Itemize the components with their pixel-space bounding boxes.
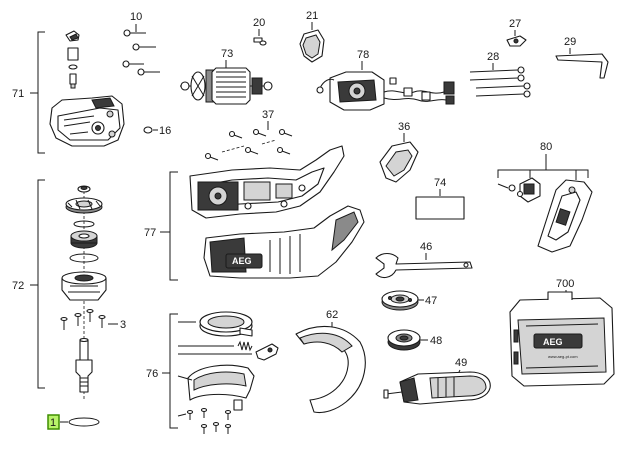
callout-48[interactable]: 48 (430, 335, 442, 347)
support-flange (387, 329, 421, 351)
bearing (70, 230, 98, 249)
callout-36[interactable]: 36 (398, 121, 410, 133)
group-62: 62 (295, 309, 366, 414)
retaining-ring (73, 220, 95, 228)
group-36: 36 (379, 121, 419, 183)
screws-76 (186, 407, 232, 434)
guard-lever (255, 343, 279, 361)
guard-half (187, 364, 255, 411)
group-73: 73 (180, 48, 273, 105)
screw-10c (122, 60, 144, 68)
callout-74[interactable]: 74 (434, 177, 446, 189)
group-46: 46 (375, 241, 473, 279)
callout-27[interactable]: 27 (509, 18, 521, 30)
callout-49[interactable]: 49 (455, 357, 467, 369)
highlight-box-1 (47, 414, 60, 430)
armature-core (211, 67, 251, 105)
battery-terminal-housing (537, 179, 593, 253)
housing-half-left (189, 145, 345, 219)
group-48: 48 (387, 329, 442, 351)
carrying-case: AEG www.aeg-pt.com (509, 291, 615, 387)
group-1: 1 (47, 414, 100, 430)
callout-37[interactable]: 37 (262, 109, 274, 121)
housing-brand-logo: AEG (232, 256, 252, 266)
callout-71[interactable]: 71 (12, 88, 24, 100)
callout-700[interactable]: 700 (556, 278, 574, 290)
group-37: 37 (204, 109, 293, 161)
callout-72[interactable]: 72 (12, 280, 24, 292)
callout-1[interactable]: 1 (50, 417, 56, 429)
part-pin (69, 73, 77, 89)
screw-10a (123, 29, 146, 37)
group-72: 72 3 (12, 179, 126, 400)
callout-80[interactable]: 80 (540, 141, 552, 153)
callout-46[interactable]: 46 (420, 241, 432, 253)
case-logo-plate (533, 333, 583, 349)
callout-47[interactable]: 47 (425, 295, 437, 307)
callout-77[interactable]: 77 (144, 227, 156, 239)
field-coil (329, 71, 385, 111)
part-16: 16 (143, 125, 171, 137)
callout-3[interactable]: 3 (120, 319, 126, 331)
callout-20[interactable]: 20 (253, 17, 265, 29)
callout-28[interactable]: 28 (487, 51, 499, 63)
callout-29[interactable]: 29 (564, 36, 576, 48)
group-78: 78 (316, 49, 455, 111)
guard-clamp-ring (199, 311, 253, 337)
case-url: www.aeg-pt.com (548, 354, 578, 359)
group-74: 74 (415, 177, 465, 220)
nut-small (77, 185, 91, 193)
group-71: 71 16 (12, 30, 171, 154)
group-77: 77 AEG (144, 145, 365, 281)
group-20: 20 (253, 17, 267, 46)
part-spring (67, 47, 79, 61)
group-80: 80 (497, 141, 593, 253)
screw-10b (132, 43, 156, 51)
o-ring-72 (69, 253, 99, 263)
callout-78[interactable]: 78 (357, 49, 369, 61)
o-ring-1 (68, 417, 100, 427)
side-handle (383, 371, 491, 405)
guard-spring (237, 340, 253, 352)
screws-3 (60, 308, 106, 330)
group-49: 49 (383, 357, 491, 405)
group-10: 10 (122, 11, 160, 76)
callout-62[interactable]: 62 (326, 309, 338, 321)
group-28: 28 (469, 51, 531, 98)
callout-76[interactable]: 76 (146, 368, 158, 380)
bearing-flange (61, 271, 107, 301)
group-47: 47 (381, 290, 437, 311)
callout-10[interactable]: 10 (130, 11, 142, 23)
group-27: 27 (506, 18, 527, 47)
part-gear-housing (49, 95, 125, 147)
housing-half-right: AEG (203, 205, 365, 279)
flange-nut (381, 290, 419, 311)
spindle (75, 337, 93, 393)
bevel-gear (65, 197, 103, 214)
case-brand-logo: AEG (543, 337, 563, 347)
wiring-harness (383, 77, 455, 105)
callout-21[interactable]: 21 (306, 10, 318, 22)
group-700: 700 AEG www.aeg-pt.com (509, 278, 615, 387)
callout-73[interactable]: 73 (221, 48, 233, 60)
spanner (375, 252, 473, 279)
armature-fan (190, 71, 206, 101)
callout-16[interactable]: 16 (159, 125, 171, 137)
screw-10d (137, 68, 160, 76)
part-button-top (65, 30, 80, 42)
group-29: 29 (555, 36, 609, 79)
group-21: 21 (299, 10, 325, 63)
screw-37 (228, 130, 243, 139)
group-76: 76 (146, 311, 279, 434)
battery-contact-block (519, 177, 541, 203)
